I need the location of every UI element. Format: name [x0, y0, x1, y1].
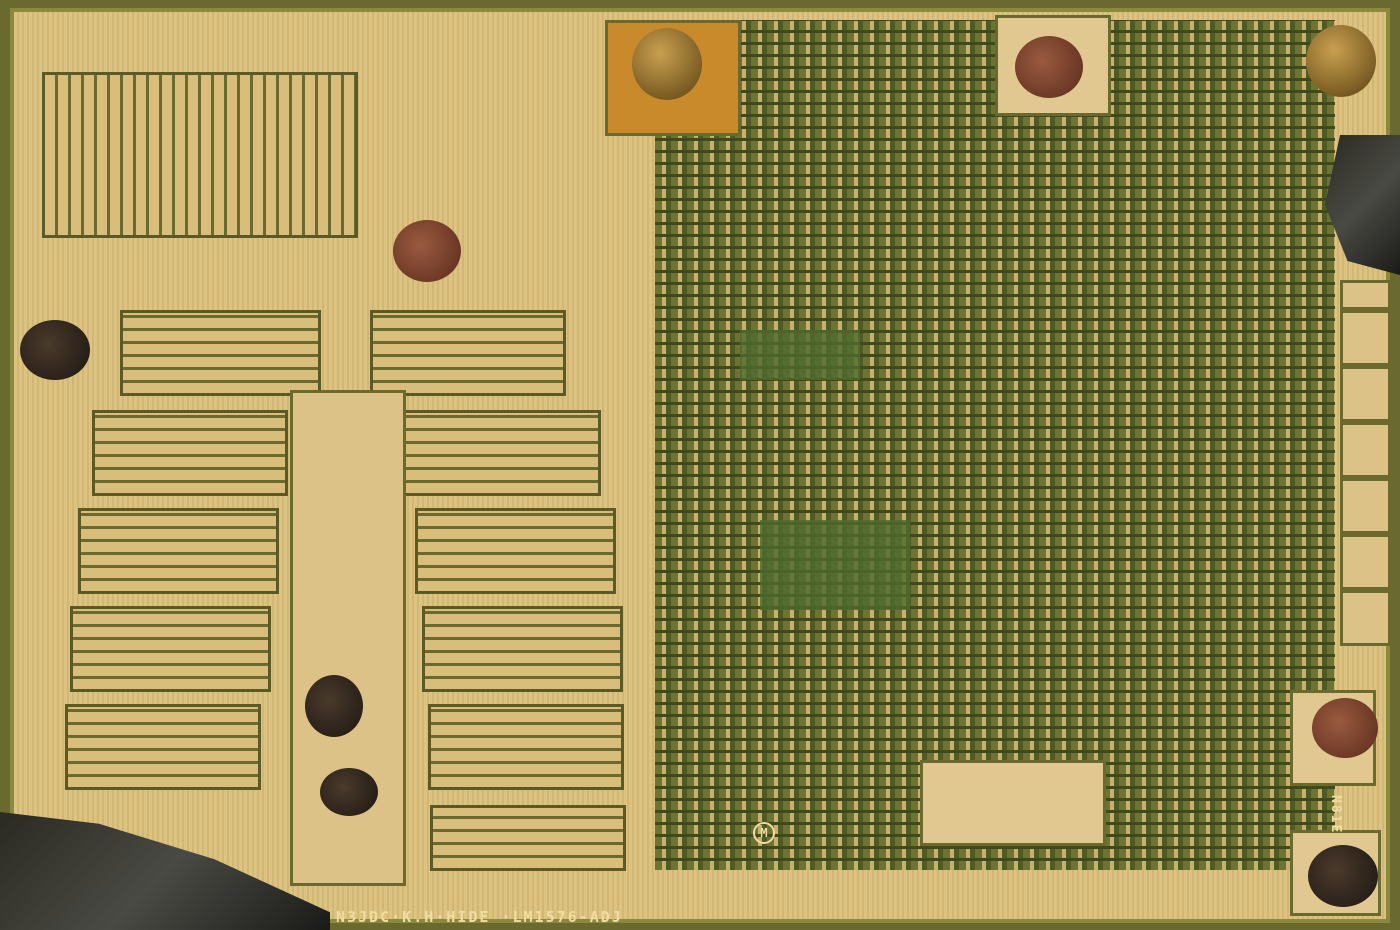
bond-pad-lifted	[1015, 36, 1083, 98]
circuit-block	[760, 520, 910, 610]
circuit-block	[740, 330, 860, 380]
power-transistor-block	[78, 508, 279, 594]
power-transistor-block	[70, 606, 271, 692]
bond-pad-dark	[320, 768, 378, 816]
power-transistor-block	[65, 704, 261, 790]
power-transistor-block	[428, 704, 624, 790]
bond-pad-dark	[1308, 845, 1378, 907]
metal-plate	[920, 760, 1106, 846]
bond-ball	[1306, 25, 1376, 97]
bond-pad-dark	[20, 320, 90, 380]
die-marking-bottom: N3JDC·K.H·HIDE ·LM1576-ADJ	[336, 908, 623, 926]
bond-pad-lifted	[393, 220, 461, 282]
pad-column	[1340, 280, 1391, 646]
control-circuitry	[655, 20, 1335, 870]
power-transistor-block	[120, 310, 321, 396]
power-transistor-block	[422, 606, 623, 692]
bond-ball	[632, 28, 702, 100]
manufacturer-logo: M	[753, 822, 775, 844]
power-transistor-block	[92, 410, 288, 496]
power-transistor-block	[430, 805, 626, 871]
bond-pad-lifted	[1312, 698, 1378, 758]
power-transistor-block	[400, 410, 601, 496]
bond-pad-dark	[305, 675, 363, 737]
die-marking-right: N81E	[1328, 795, 1343, 835]
power-transistor-block	[370, 310, 566, 396]
power-transistor-block	[415, 508, 616, 594]
transistor-array-top-left	[42, 72, 358, 238]
